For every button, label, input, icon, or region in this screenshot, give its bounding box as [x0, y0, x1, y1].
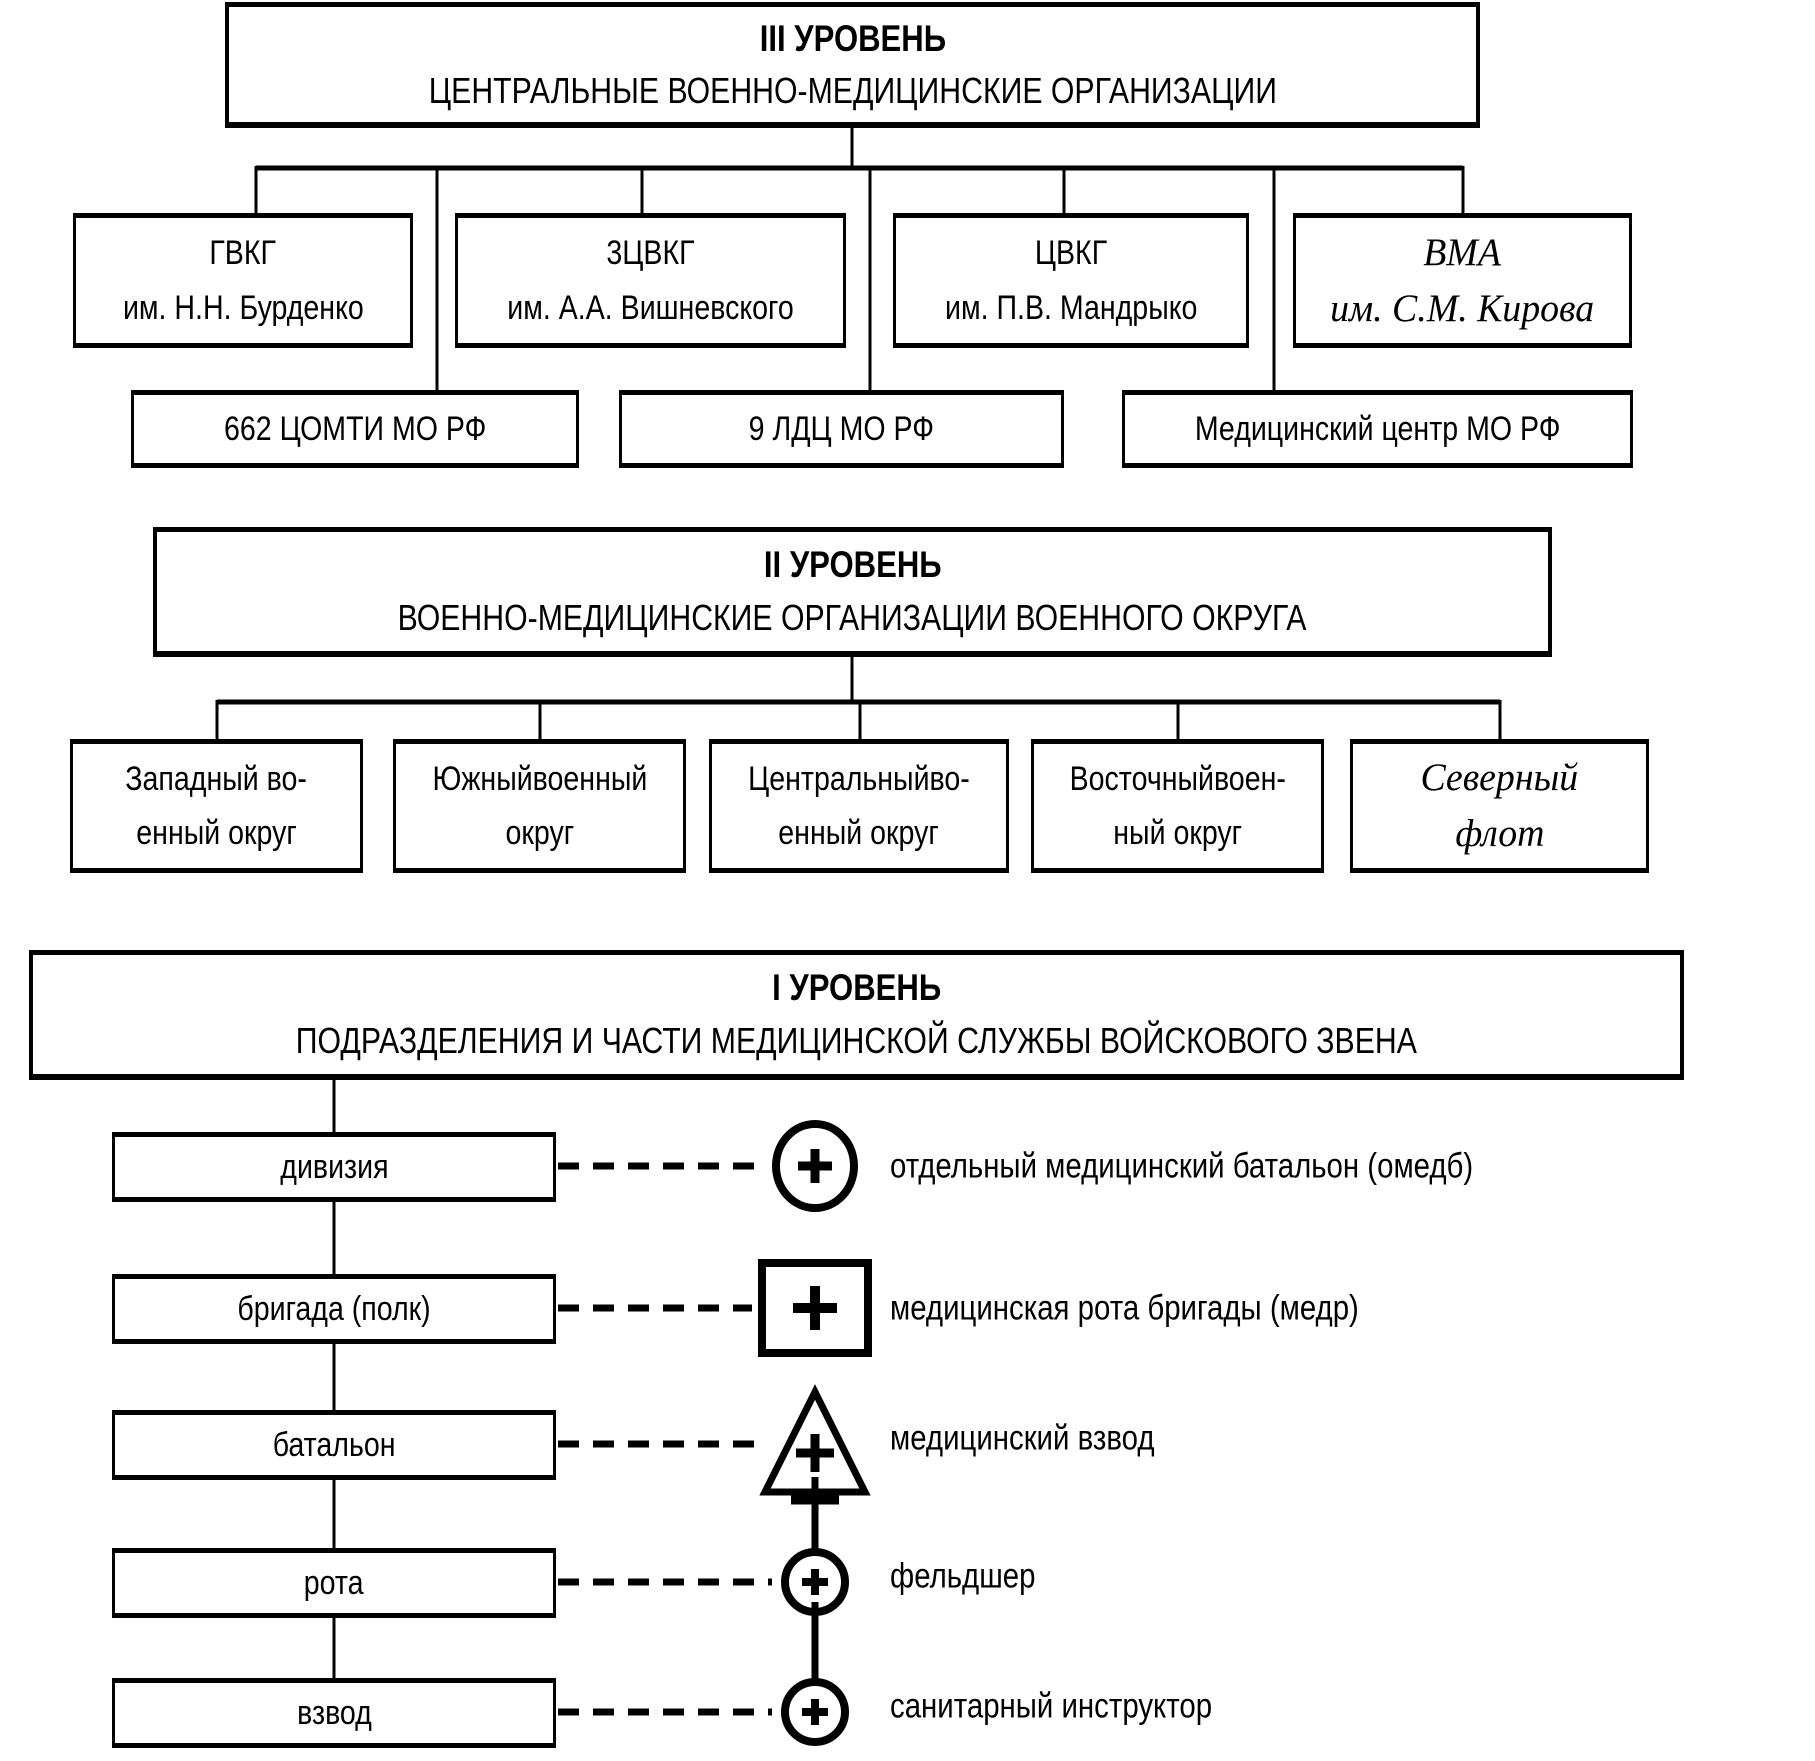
- org-name: флот: [1454, 812, 1545, 856]
- box-division: дивизия: [112, 1132, 556, 1202]
- square-cross-icon: [758, 1259, 872, 1357]
- org-name: ГВКГ: [209, 234, 277, 273]
- box-northern-fleet: Северный флот: [1350, 739, 1649, 873]
- box-vma-kirova: ВМА им. С.М. Кирова: [1293, 213, 1632, 348]
- level3-header-box: III УРОВЕНЬ ЦЕНТРАЛЬНЫЕ ВОЕННО-МЕДИЦИНСК…: [225, 2, 1480, 128]
- legend-san-instructor: санитарный инструктор: [890, 1686, 1213, 1726]
- staff-cross-circle-icon: [781, 1477, 849, 1616]
- box-battalion: батальон: [112, 1410, 556, 1480]
- cross-icon: [793, 1286, 837, 1330]
- level2-header-box: II УРОВЕНЬ ВОЕННО-МЕДИЦИНСКИЕ ОРГАНИЗАЦИ…: [153, 527, 1552, 657]
- level2-title: II УРОВЕНЬ: [763, 544, 942, 586]
- unit-name: батальон: [272, 1425, 396, 1464]
- org-name: Медицинский центр МО РФ: [1194, 409, 1561, 448]
- staff-circle-icon: [781, 1602, 849, 1746]
- box-southern-district: Южныйвоенный округ: [393, 739, 686, 873]
- legend-leader-lines: [558, 1162, 772, 1716]
- box-med-center: Медицинский центр МО РФ: [1122, 390, 1633, 468]
- level3-subtitle: ЦЕНТРАЛЬНЫЕ ВОЕННО-МЕДИЦИНСКИЕ ОРГАНИЗАЦ…: [428, 69, 1277, 111]
- org-name: енный округ: [778, 813, 940, 852]
- box-662-comti: 662 ЦОМТИ МО РФ: [131, 390, 579, 468]
- org-name: им. П.В. Мандрыко: [944, 288, 1198, 327]
- level2-connectors: [215, 655, 1502, 739]
- unit-name: рота: [304, 1563, 364, 1602]
- cross-icon: [796, 1434, 834, 1472]
- org-name: Южныйвоенный: [432, 759, 647, 798]
- org-name: 662 ЦОМТИ МО РФ: [223, 409, 487, 448]
- level1-header-box: I УРОВЕНЬ ПОДРАЗДЕЛЕНИЯ И ЧАСТИ МЕДИЦИНС…: [29, 950, 1684, 1080]
- level2-subtitle: ВОЕННО-МЕДИЦИНСКИЕ ОРГАНИЗАЦИИ ВОЕННОГО …: [398, 597, 1307, 639]
- circle-cross-icon: [772, 1120, 858, 1212]
- cross-icon: [802, 1699, 828, 1725]
- org-name: енный округ: [136, 813, 297, 852]
- box-platoon: взвод: [112, 1678, 556, 1748]
- box-cvkg-mandryko: ЦВКГ им. П.В. Мандрыко: [893, 213, 1249, 348]
- legend-med-platoon: медицинский взвод: [890, 1418, 1155, 1458]
- level1-subtitle: ПОДРАЗДЕЛЕНИЯ И ЧАСТИ МЕДИЦИНСКОЙ СЛУЖБЫ…: [295, 1020, 1418, 1062]
- org-name: им. Н.Н. Бурденко: [122, 288, 364, 327]
- box-9-ldc: 9 ЛДЦ МО РФ: [619, 390, 1064, 468]
- org-name: Западный во-: [125, 759, 308, 798]
- box-central-district: Центральныйво- енный округ: [709, 739, 1009, 873]
- org-name: ный округ: [1113, 813, 1242, 852]
- level3-title: III УРОВЕНЬ: [759, 18, 946, 60]
- org-name: Восточныйвоен-: [1069, 759, 1286, 798]
- box-gvkg-burdenko: ГВКГ им. Н.Н. Бурденко: [73, 213, 413, 348]
- org-name: 3ЦВКГ: [606, 234, 695, 273]
- org-name: им. А.А. Вишневского: [507, 288, 794, 327]
- level3-connectors: [254, 126, 1465, 390]
- org-name: Центральныйво-: [748, 759, 970, 798]
- org-name: округ: [505, 813, 574, 852]
- box-western-district: Западный во- енный округ: [70, 739, 363, 873]
- unit-name: взвод: [296, 1693, 372, 1732]
- legend-omedb: отдельный медицинский батальон (омедб): [890, 1146, 1474, 1186]
- cross-icon: [798, 1149, 832, 1183]
- unit-name: дивизия: [279, 1147, 389, 1186]
- unit-name: бригада (полк): [237, 1289, 431, 1328]
- org-name: Северный: [1420, 756, 1579, 800]
- cross-icon: [802, 1569, 828, 1595]
- level1-title: I УРОВЕНЬ: [771, 967, 942, 1009]
- org-name: им. С.М. Кирова: [1330, 286, 1595, 330]
- box-company: рота: [112, 1548, 556, 1618]
- legend-feldsher: фельдшер: [890, 1556, 1036, 1596]
- box-eastern-district: Восточныйвоен- ный округ: [1031, 739, 1324, 873]
- org-name: 9 ЛДЦ МО РФ: [748, 409, 935, 448]
- org-name: ВМА: [1423, 230, 1502, 274]
- org-name: ЦВКГ: [1034, 234, 1108, 273]
- box-brigade: бригада (полк): [112, 1274, 556, 1344]
- legend-medr: медицинская рота бригады (медр): [890, 1288, 1359, 1328]
- box-3cvkg-vishnevsky: 3ЦВКГ им. А.А. Вишневского: [455, 213, 846, 348]
